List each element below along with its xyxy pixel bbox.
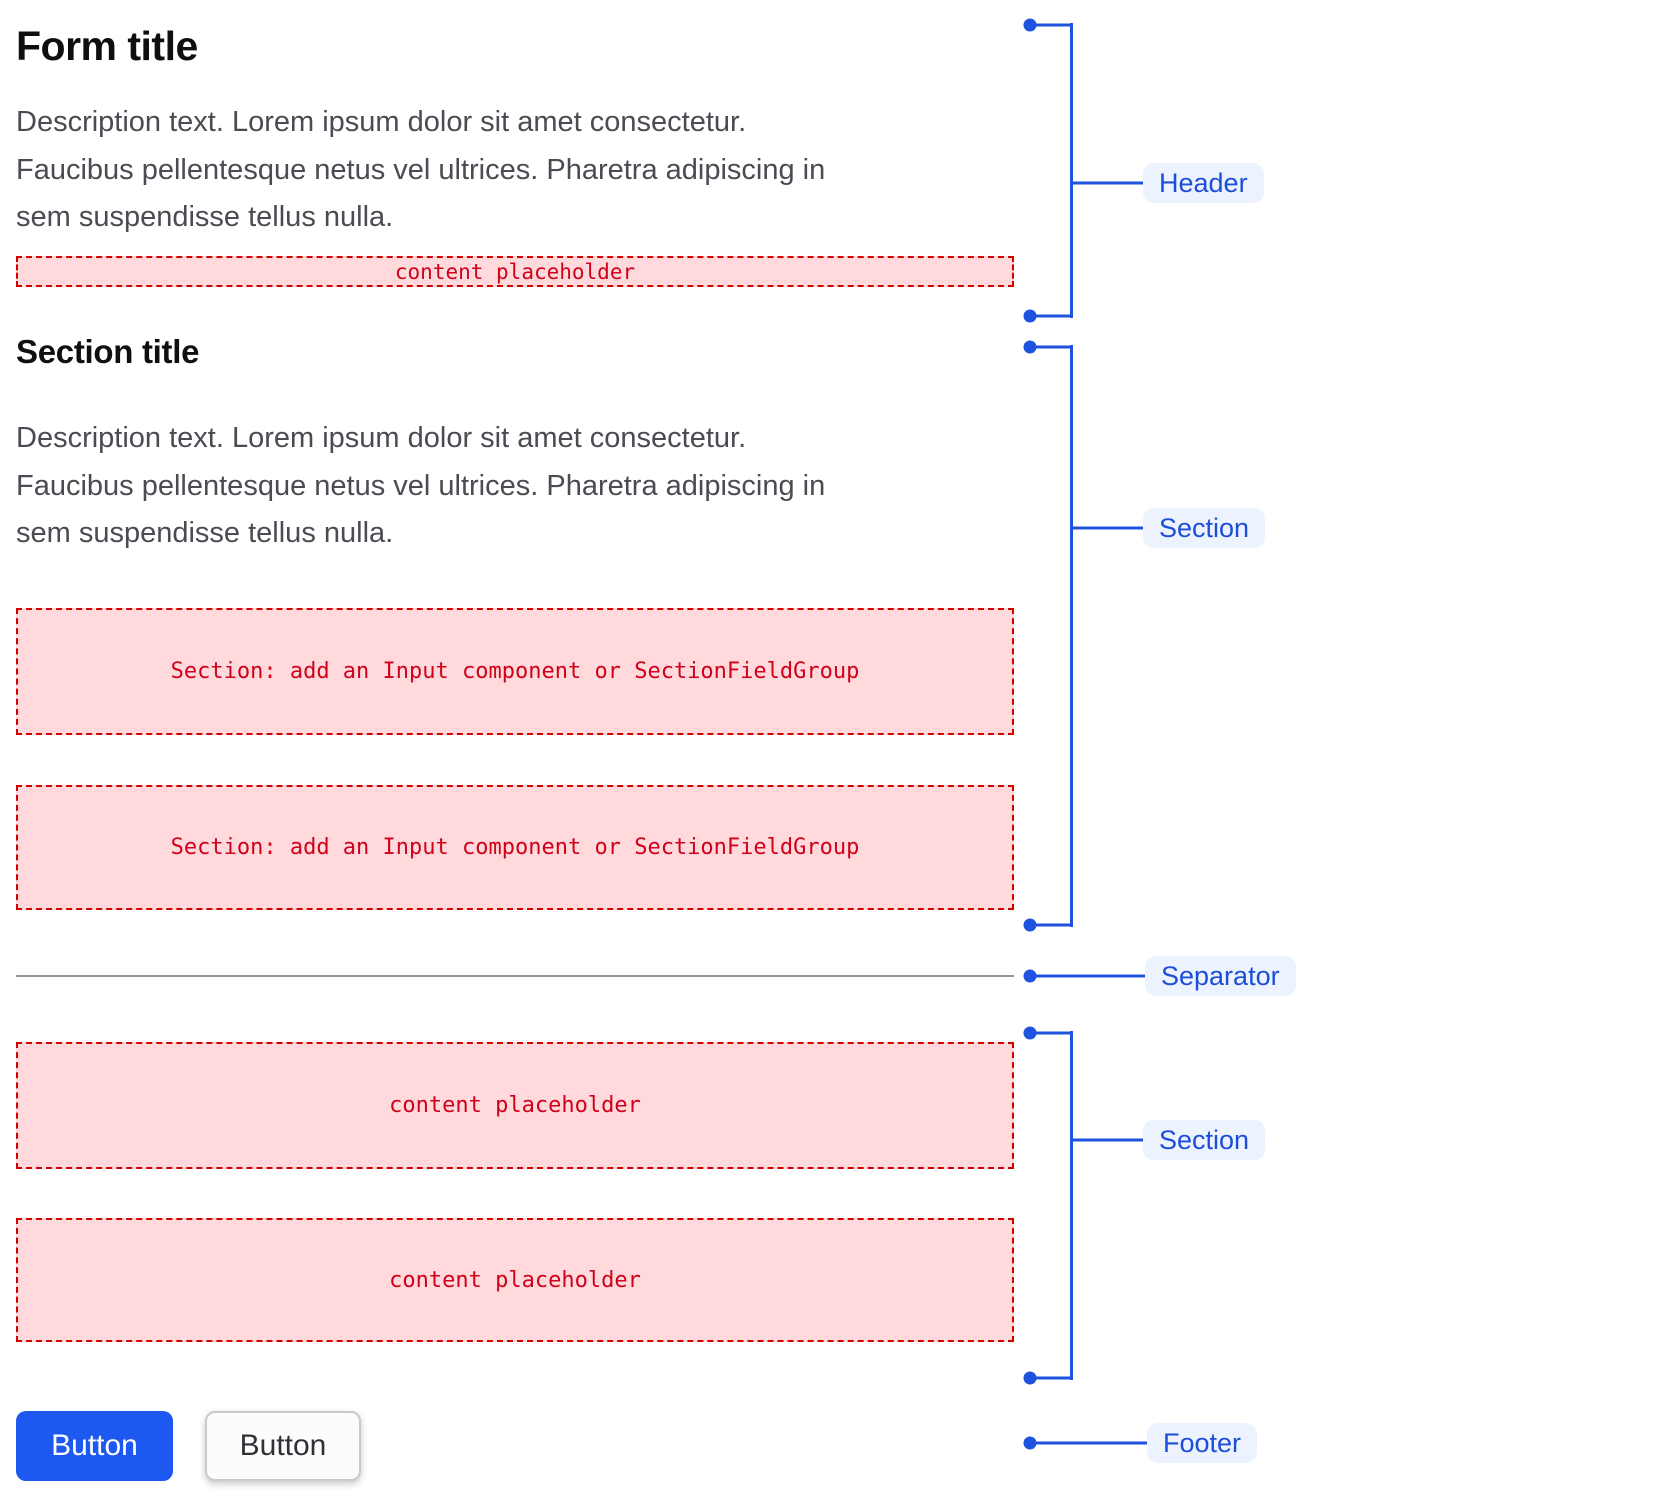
section2-bracket-top-segment [1036,1031,1073,1035]
header-bracket-bottom-dot [1023,309,1037,323]
header-content-placeholder-box: content placeholder [16,256,1014,287]
header-bracket-top-segment [1036,23,1073,27]
header-callout-label: Header [1143,163,1264,203]
footer-dot [1023,1436,1037,1450]
section1-callout-label: Section [1143,508,1266,548]
section-description: Description text. Lorem ipsum dolor sit … [16,422,826,549]
content-placeholder-box: content placeholder [16,1218,1014,1342]
secondary-button[interactable]: Button [205,1411,361,1481]
section1-callout-line [1072,526,1143,530]
primary-button[interactable]: Button [16,1411,173,1481]
header-bracket-top-dot [1023,18,1037,32]
section2-bracket-bottom-segment [1036,1376,1073,1380]
section-input-placeholder-label: Section: add an Input component or Secti… [170,659,860,684]
section2-callout-line [1072,1138,1143,1142]
separator-dot [1023,969,1037,983]
section-input-placeholder-box: Section: add an Input component or Secti… [16,608,1014,735]
header-content-placeholder-label: content placeholder [394,259,636,284]
header-bracket-bottom-segment [1036,314,1073,318]
section1-bracket-line [1070,345,1073,927]
section2-callout-label: Section [1143,1120,1266,1160]
header-bracket-line [1070,23,1073,318]
footer-callout-line [1036,1441,1147,1445]
content-placeholder-box: content placeholder [16,1042,1014,1169]
separator-line [16,975,1014,977]
section1-bracket-bottom-dot [1023,918,1037,932]
section-input-placeholder-box: Section: add an Input component or Secti… [16,785,1014,910]
section2-bracket-line [1070,1031,1073,1380]
form-title: Form title [16,23,198,69]
section2-bracket-top-dot [1023,1026,1037,1040]
content-placeholder-label: content placeholder [389,1267,641,1293]
section2-bracket-bottom-dot [1023,1371,1037,1385]
header-callout-line [1072,181,1143,185]
footer-callout-label: Footer [1147,1423,1258,1463]
section1-bracket-top-dot [1023,340,1037,354]
separator-callout-label: Separator [1145,956,1296,996]
section-input-placeholder-label: Section: add an Input component or Secti… [170,835,860,860]
content-placeholder-label: content placeholder [389,1093,641,1118]
section1-bracket-bottom-segment [1036,923,1073,927]
section1-bracket-top-segment [1036,345,1073,349]
separator-callout-line [1036,974,1145,978]
section-title: Section title [16,333,200,370]
form-description: Description text. Lorem ipsum dolor sit … [16,106,826,233]
